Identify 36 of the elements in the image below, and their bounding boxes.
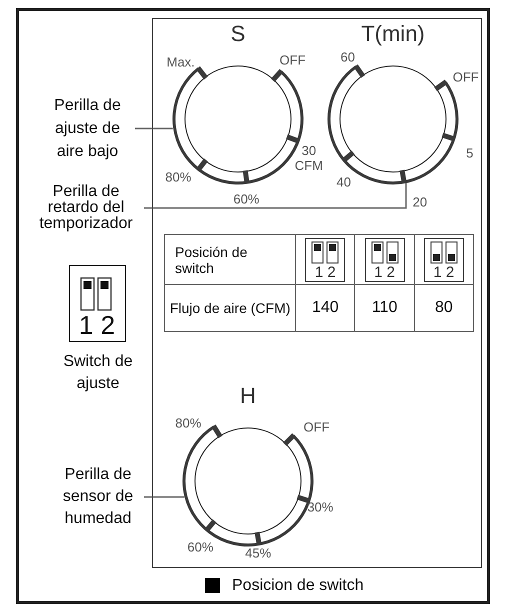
leader-line: [135, 128, 173, 130]
scale-label: 80%: [164, 169, 192, 184]
scale-label: 30%: [306, 500, 334, 515]
scale-label: OFF: [302, 420, 331, 435]
table-cell: 140: [296, 284, 355, 332]
switch-number: 1 2: [373, 264, 396, 280]
scale-label: 80%: [174, 416, 202, 431]
scale-label: 20: [412, 194, 428, 210]
knob-title: S: [230, 21, 246, 47]
switch-number: 1 2: [432, 264, 456, 280]
table-cell: Flujo de aire (CFM): [164, 284, 296, 332]
scale-label: Max.: [166, 54, 196, 70]
scale-label: OFF: [452, 70, 480, 84]
switch-number: 1 2: [78, 311, 116, 339]
table-cell: Posición de switch: [164, 234, 296, 284]
scale-label: 40: [336, 174, 352, 190]
control-panel: [152, 18, 482, 568]
scale-label: 30 CFM: [294, 143, 324, 174]
legend-text: Posicion de switch: [232, 576, 364, 596]
switch-number: 1 2: [314, 264, 337, 280]
callout-text: Perilla de sensor de humedad: [52, 464, 144, 530]
scale-label: 60%: [186, 539, 214, 554]
scale-label: 60: [340, 49, 356, 64]
scale-label: 5: [465, 146, 474, 161]
callout-text: Perilla de ajuste de aire bajo: [40, 94, 135, 163]
scale-label: 45%: [244, 546, 272, 561]
leader-line: [144, 496, 184, 498]
knob-title: H: [239, 383, 257, 409]
scale-label: OFF: [278, 52, 307, 68]
knob-title: T(min): [360, 21, 426, 47]
table-cell: 80: [414, 284, 474, 332]
table-cell: 110: [354, 284, 414, 332]
scale-label: 60%: [232, 191, 260, 206]
switch-caption: Switch de ajuste: [62, 352, 134, 394]
leader-line: [144, 181, 407, 209]
callout-text: Perilla de retardo del temporizador: [28, 184, 144, 232]
